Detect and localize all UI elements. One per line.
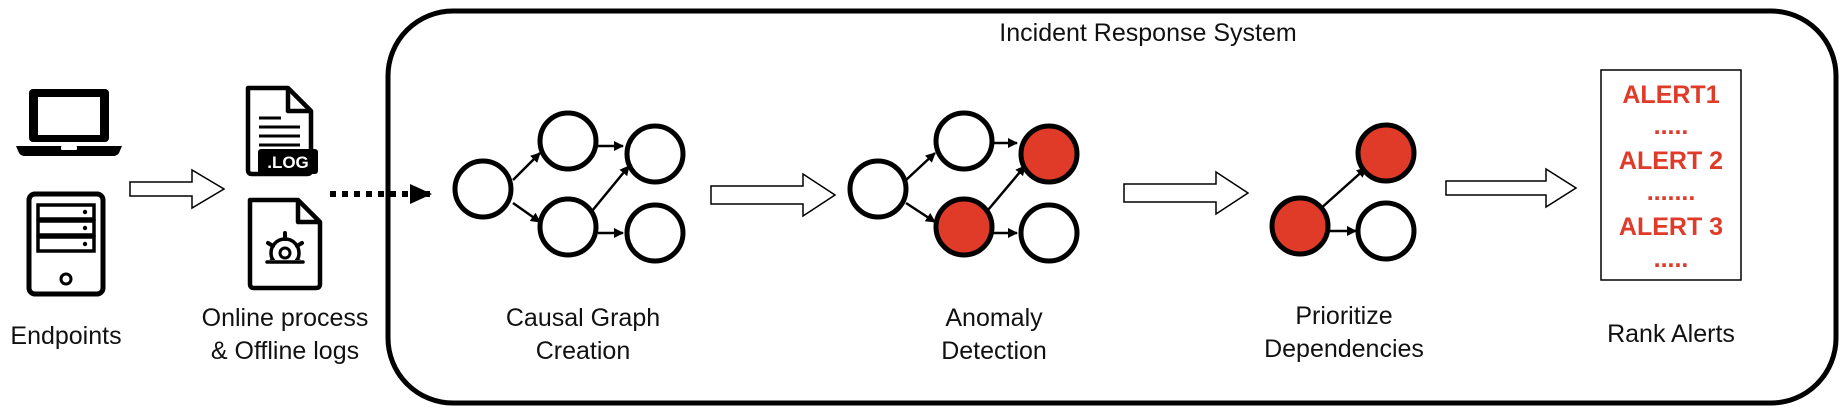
prioritize-label-line2: Dependencies (1264, 335, 1424, 363)
anomaly-label-line2: Detection (941, 337, 1047, 365)
system-title: Incident Response System (999, 19, 1296, 47)
system-boundary (385, 8, 1839, 406)
graph-node (933, 110, 995, 172)
graph-node (624, 123, 686, 185)
flow-arrow-1 (129, 168, 226, 210)
settings-file-icon (247, 197, 323, 291)
graph-node (624, 202, 686, 264)
anomalous-node (933, 196, 995, 258)
alert-separator: ..... (1654, 112, 1689, 140)
causal-graph (512, 141, 630, 238)
priority-graph-nodes (1269, 122, 1417, 262)
anomaly-graph (905, 138, 1026, 238)
alert-item: ALERT 2 (1619, 147, 1723, 175)
anomalous-node (1269, 195, 1331, 257)
alert-separator: ..... (1654, 245, 1689, 273)
logs-label-line1: Online process (202, 304, 369, 332)
flow-arrow-2 (710, 172, 837, 218)
anomalous-node (1018, 123, 1080, 185)
causal-graph-nodes (452, 110, 686, 264)
laptop-icon (16, 89, 122, 156)
causal-label-line2: Creation (536, 337, 631, 365)
logs-label-line2: & Offline logs (211, 337, 359, 365)
flow-arrow-4 (1445, 167, 1578, 209)
endpoints-label: Endpoints (10, 322, 121, 350)
anomaly-label-line1: Anomaly (945, 304, 1043, 332)
alert-separator: ....... (1647, 178, 1696, 206)
flow-arrow-3 (1123, 170, 1250, 216)
alert-item: ALERT1 (1622, 81, 1719, 109)
anomalous-node (1355, 122, 1417, 184)
graph-node (847, 158, 909, 220)
priority-graph (1318, 167, 1367, 236)
server-icon (26, 191, 106, 297)
graph-node (452, 158, 514, 220)
log-file-icon (245, 85, 318, 177)
prioritize-label-line1: Prioritize (1295, 302, 1392, 330)
alert-item: ALERT 3 (1619, 213, 1723, 241)
graph-node (1018, 202, 1080, 264)
graph-node (537, 196, 599, 258)
log-badge-label: .LOG (267, 153, 309, 172)
anomaly-graph-nodes (847, 110, 1080, 264)
causal-label-line1: Causal Graph (506, 304, 660, 332)
rank-alerts-label: Rank Alerts (1607, 320, 1735, 348)
graph-node (537, 110, 599, 172)
alert-list-box (1600, 69, 1742, 281)
graph-node (1355, 200, 1417, 262)
